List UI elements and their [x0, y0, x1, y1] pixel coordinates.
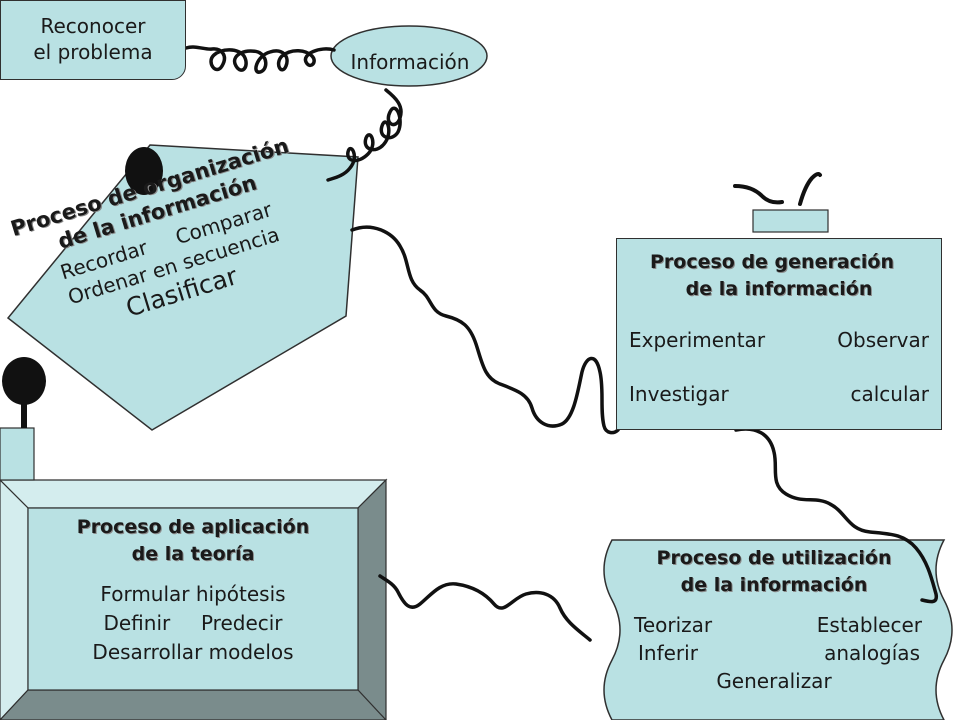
aplicacion-bevel-box: [0, 478, 388, 720]
connector-reconocer-informacion: [184, 45, 336, 74]
utilizacion-row2: Inferir analogías: [624, 639, 924, 667]
aplicacion-title-line1: Proceso de aplicación: [76, 516, 310, 538]
generacion-title-line2: de la información: [685, 278, 873, 300]
aplicacion-antenna-base: [0, 427, 35, 481]
utilizacion-item-teorizar: Teorizar: [634, 613, 713, 637]
connector-utilizacion-aplicacion: [378, 574, 592, 642]
connector-informacion-organizacion: [326, 88, 403, 182]
reconocer-box: Reconocer el problema: [0, 0, 186, 80]
aplicacion-antenna-ball: [2, 357, 46, 405]
utilizacion-text-block: Proceso de utilización de la información…: [624, 545, 924, 695]
utilizacion-row1: Teorizar Establecer: [624, 611, 924, 639]
utilizacion-item-generalizar: Generalizar: [716, 669, 832, 693]
generacion-row1: Experimentar Observar: [629, 327, 929, 354]
aplicacion-title-line2: de la teoría: [131, 543, 255, 565]
generacion-title-line1: Proceso de generación: [649, 251, 895, 273]
generacion-item-observar: Observar: [837, 328, 929, 352]
aplicacion-row2: Definir Predecir: [28, 609, 358, 638]
connector-generacion-utilizacion: [734, 427, 939, 604]
generacion-squiggle-left: [733, 184, 784, 205]
generacion-item-calcular: calcular: [850, 382, 929, 406]
informacion-ellipse: [330, 25, 488, 87]
informacion-label: Información: [350, 50, 470, 74]
generacion-box: Proceso de generación de la información …: [616, 238, 942, 430]
organizacion-pentagon: [6, 144, 359, 431]
reconocer-line1: Reconocer: [40, 14, 146, 38]
generacion-item-experimentar: Experimentar: [629, 328, 766, 352]
aplicacion-item-predecir: Predecir: [200, 611, 283, 635]
generacion-squiggle-right: [798, 172, 822, 206]
aplicacion-item-definir: Definir: [103, 611, 171, 635]
utilizacion-title-line2: de la información: [680, 574, 868, 596]
utilizacion-scroll: [603, 539, 953, 720]
organizacion-ball: [125, 147, 163, 195]
generacion-item-investigar: Investigar: [629, 382, 729, 406]
aplicacion-item-desarrollar: Desarrollar modelos: [92, 640, 294, 664]
utilizacion-item-analogias: analogías: [824, 641, 920, 665]
generacion-top-tab: [752, 209, 829, 233]
utilizacion-item-establecer: Establecer: [816, 613, 922, 637]
generacion-row2: Investigar calcular: [629, 381, 929, 408]
aplicacion-text-block: Proceso de aplicación de la teoría Formu…: [28, 514, 358, 667]
aplicacion-item-formular: Formular hipótesis: [100, 582, 286, 606]
connector-organizacion-generacion: [350, 225, 620, 435]
utilizacion-title-line1: Proceso de utilización: [656, 547, 892, 569]
utilizacion-item-inferir: Inferir: [638, 641, 698, 665]
reconocer-line2: el problema: [33, 40, 153, 64]
